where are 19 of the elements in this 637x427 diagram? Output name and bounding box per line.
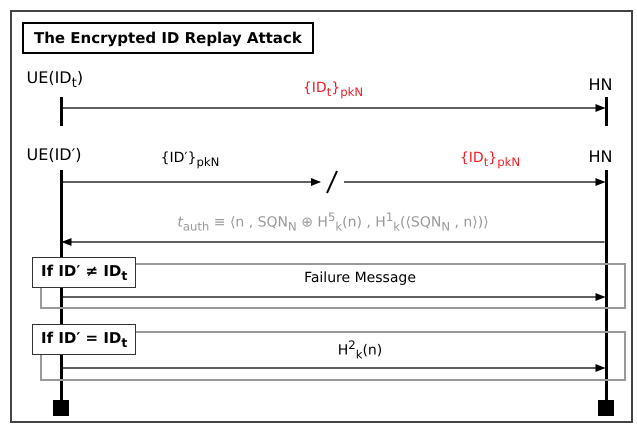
edge-label: {ID$_{t}$}$_{pkN}$ (302, 80, 364, 99)
edge-label: t$_{auth}$ ≡ ⟨n , SQN$_{N}$ ⊕ H$^{5}$$_{k}$(n) , H$^{1}$$_{k}$(⟨SQN$_{N}$ , n⟩)⟩ (177, 210, 489, 234)
message-arrow (62, 178, 321, 186)
message-arrow (62, 364, 606, 372)
condition-label: If ID′ = ID$_{t}$ (32, 324, 136, 355)
diagram-title: The Encrypted ID Replay Attack (22, 22, 314, 54)
edge-label: Failure Message (304, 270, 416, 286)
lifeline-header: UE(ID$_{t}$) (26, 68, 84, 91)
edge-label: {ID$_{t}$}$_{pkN}$ (460, 150, 520, 169)
lifeline-header: HN (588, 147, 612, 166)
lifeline-header: UE(ID′) (26, 145, 82, 164)
condition-label: If ID′ ≠ ID$_{t}$ (32, 257, 136, 288)
edge-label: H$^{2}$$_{k}$(n) (338, 338, 382, 362)
message-arrow (344, 178, 606, 186)
edge-label: {ID′}$_{pkN}$ (160, 150, 220, 169)
message-arrow (62, 104, 606, 112)
message-arrow (62, 293, 606, 301)
message-arrow (62, 238, 604, 246)
lifeline-header: HN (588, 75, 612, 94)
